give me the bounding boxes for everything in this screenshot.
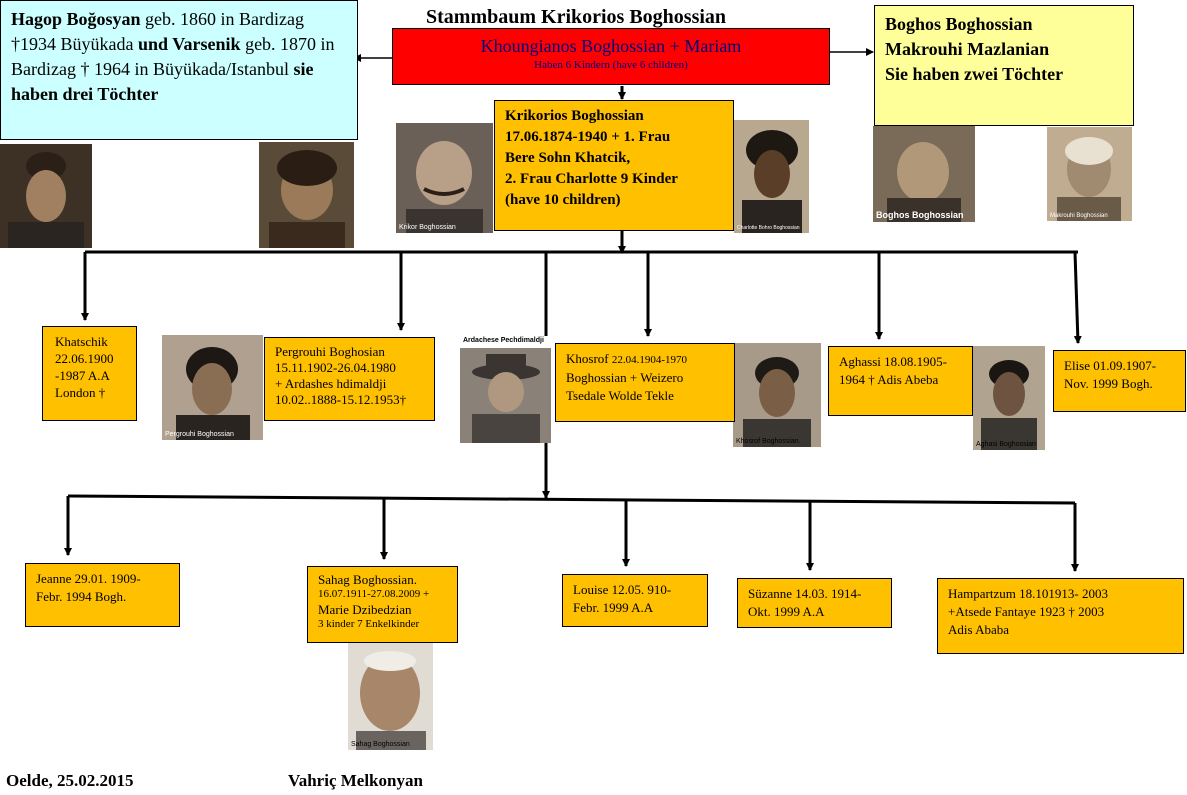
khatschik-line1: Khatschik bbox=[55, 334, 108, 349]
varsenik-dates: geb. 1870 in Bardizag † 1964 in Büyükada… bbox=[11, 34, 335, 79]
elise-line1: Elise 01.09.1907- bbox=[1064, 358, 1157, 373]
sahag-line2: 16.07.1911-27.08.2009 + bbox=[318, 588, 430, 600]
hagop-name: Hagop Boğosyan bbox=[11, 9, 141, 29]
krikor-photo: Krikor Boghossian bbox=[396, 123, 493, 233]
khatschik-line2: 22.06.1900 bbox=[55, 351, 114, 366]
sahag-line4: 3 kinder 7 Enkelkinder bbox=[318, 618, 420, 630]
hagop-dates: geb. 1860 in Bardizag †1934 Büyükada bbox=[11, 9, 305, 54]
main-line5: (have 10 children) bbox=[505, 192, 621, 208]
hampartzum-line3: Adis Ababa bbox=[948, 622, 1010, 637]
charlotte-photo: Charlotte Bohro Boghossian bbox=[734, 120, 809, 233]
louise-box: Louise 12.05. 910- Febr. 1999 A.A bbox=[562, 574, 708, 627]
main-person-box: Krikorios Boghossian 17.06.1874-1940 + 1… bbox=[494, 100, 734, 231]
hampartzum-box: Hampartzum 18.101913- 2003 +Atsede Fanta… bbox=[937, 578, 1184, 654]
makrouhi-name: Makrouhi Mazlanian bbox=[885, 39, 1050, 59]
hagop-photo bbox=[0, 144, 92, 248]
pergrouhi-line4: 10.02..1888-15.12.1953† bbox=[275, 392, 407, 407]
aghassi-line1: Aghassi 18.08.1905- bbox=[839, 354, 947, 369]
pergrouhi-line2: 15.11.1902-26.04.1980 bbox=[275, 360, 396, 375]
khosrof-box: Khosrof 22.04.1904-1970 Boghossian + Wei… bbox=[555, 343, 735, 422]
arrow-elise bbox=[1073, 251, 1082, 344]
elise-box: Elise 01.09.1907- Nov. 1999 Bogh. bbox=[1053, 350, 1186, 412]
left-family-box: Hagop Boğosyan geb. 1860 in Bardizag †19… bbox=[0, 0, 358, 140]
charlotte-caption: Charlotte Bohro Boghossian bbox=[737, 225, 800, 231]
hampartzum-line1: Hampartzum 18.101913- 2003 bbox=[948, 586, 1108, 601]
footer-place-date: Oelde, 25.02.2015 bbox=[6, 771, 134, 790]
louise-line1: Louise 12.05. 910- bbox=[573, 582, 672, 597]
parents-box: Khoungianos Boghossian + Mariam Haben 6 … bbox=[392, 28, 830, 85]
pergrouhi-line3: + Ardashes hdimaldji bbox=[275, 376, 387, 391]
right-family-daughters: Sie haben zwei Töchter bbox=[885, 64, 1064, 84]
pergrouhi-caption: Pergrouhi Boghossian bbox=[165, 431, 234, 438]
khosrof-line3: Tsedale Wolde Tekle bbox=[566, 388, 674, 403]
right-family-box: Boghos Boghossian Makrouhi Mazlanian Sie… bbox=[874, 5, 1134, 126]
main-line3: Bere Sohn Khatcik, bbox=[505, 150, 631, 166]
jeanne-box: Jeanne 29.01. 1909- Febr. 1994 Bogh. bbox=[25, 563, 180, 627]
varsenik-name: Varsenik bbox=[172, 34, 241, 54]
und-text: und bbox=[137, 34, 173, 54]
boghos-caption: Boghos Boghossian bbox=[876, 210, 964, 220]
jeanne-line1: Jeanne 29.01. 1909- bbox=[36, 571, 141, 586]
boghos-photo: Boghos Boghossian bbox=[873, 126, 975, 222]
suzanne-line2: Okt. 1999 A.A bbox=[748, 604, 825, 619]
sahag-box: Sahag Boghossian. 16.07.1911-27.08.2009 … bbox=[307, 566, 458, 643]
row2-bar bbox=[67, 494, 1076, 505]
varsenik-photo bbox=[259, 142, 354, 248]
aghassi-line2: 1964 † Adis Abeba bbox=[839, 372, 939, 387]
main-line1: Krikorios Boghossian bbox=[505, 108, 644, 124]
makrouhi-caption: Makrouhi Boghossian bbox=[1050, 213, 1108, 219]
pergrouhi-box: Pergrouhi Boghosian 15.11.1902-26.04.198… bbox=[264, 337, 435, 421]
pergrouhi-line1: Pergrouhi Boghosian bbox=[275, 344, 385, 359]
daughters-text: sie haben drei Töchter bbox=[11, 59, 314, 104]
main-line4: 2. Frau Charlotte 9 Kinder bbox=[505, 171, 678, 187]
hampartzum-line2: +Atsede Fantaye 1923 † 2003 bbox=[948, 604, 1105, 619]
footer-author: Vahriç Melkonyan bbox=[288, 771, 423, 790]
aghasi-photo: Aghasi Boghossian bbox=[973, 346, 1045, 450]
aghasi-caption: Aghasi Boghossian bbox=[976, 441, 1036, 448]
sahag-photo: Sahag Boghossian bbox=[348, 643, 433, 750]
suzanne-line1: Süzanne 14.03. 1914- bbox=[748, 586, 862, 601]
khosrof-line2: Boghossian + Weizero bbox=[566, 370, 684, 385]
khatschik-box: Khatschik 22.06.1900 -1987 A.A London † bbox=[42, 326, 137, 421]
parents-note: Haben 6 Kindern (have 6 children) bbox=[534, 59, 688, 71]
khosrof-date: 22.04.1904-1970 bbox=[611, 354, 688, 366]
suzanne-box: Süzanne 14.03. 1914- Okt. 1999 A.A bbox=[737, 578, 892, 628]
main-line2: 17.06.1874-1940 + 1. Frau bbox=[505, 129, 671, 145]
krikor-caption: Krikor Boghossian bbox=[399, 224, 456, 231]
pergrouhi-photo: Pergrouhi Boghossian bbox=[162, 335, 263, 440]
sahag-caption: Sahag Boghossian bbox=[351, 741, 410, 748]
khatschik-line3: -1987 A.A bbox=[55, 368, 110, 383]
khosrof-caption: Khosrof Boghossian. bbox=[736, 438, 801, 445]
boghos-name: Boghos Boghossian bbox=[885, 14, 1033, 34]
ardachese-photo: Ardachese Pechdimaldji bbox=[460, 336, 551, 443]
louise-line2: Febr. 1999 A.A bbox=[573, 600, 654, 615]
jeanne-line2: Febr. 1994 Bogh. bbox=[36, 589, 127, 604]
elise-line2: Nov. 1999 Bogh. bbox=[1064, 376, 1153, 391]
sahag-line1: Sahag Boghossian. bbox=[318, 572, 417, 587]
sahag-line3: Marie Dzibedzian bbox=[318, 602, 412, 617]
ardachese-caption: Ardachese Pechdimaldji bbox=[463, 337, 544, 344]
aghassi-box: Aghassi 18.08.1905- 1964 † Adis Abeba bbox=[828, 346, 973, 416]
page-title: Stammbaum Krikorios Boghossian bbox=[426, 6, 727, 28]
makrouhi-photo: Makrouhi Boghossian bbox=[1047, 127, 1132, 221]
khosrof-photo: Khosrof Boghossian. bbox=[733, 343, 821, 447]
khatschik-line4: London † bbox=[55, 385, 106, 400]
khosrof-name: Khosrof bbox=[566, 351, 612, 366]
parents-name: Khoungianos Boghossian + Mariam bbox=[480, 36, 742, 56]
